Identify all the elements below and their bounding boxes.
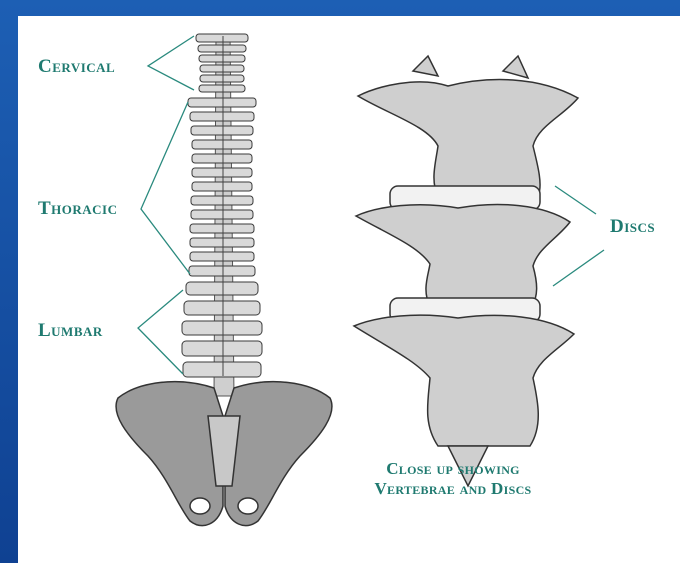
caption-line-2: Vertebrae and Discs: [353, 479, 553, 499]
label-discs: Discs: [610, 216, 655, 238]
closeup-caption: Close up showing Vertebrae and Discs: [353, 459, 553, 499]
caption-line-1: Close up showing: [353, 459, 553, 479]
label-cervical: Cervical: [38, 56, 115, 78]
vertebrae-closeup: [354, 56, 578, 486]
illustration-panel: Cervical Thoracic Lumbar Discs Close up …: [18, 16, 680, 563]
spinal-column: [182, 34, 262, 396]
label-thoracic: Thoracic: [38, 198, 118, 220]
pelvis: [116, 382, 332, 526]
label-lumbar: Lumbar: [38, 320, 103, 342]
spine-illustration: [18, 16, 680, 563]
